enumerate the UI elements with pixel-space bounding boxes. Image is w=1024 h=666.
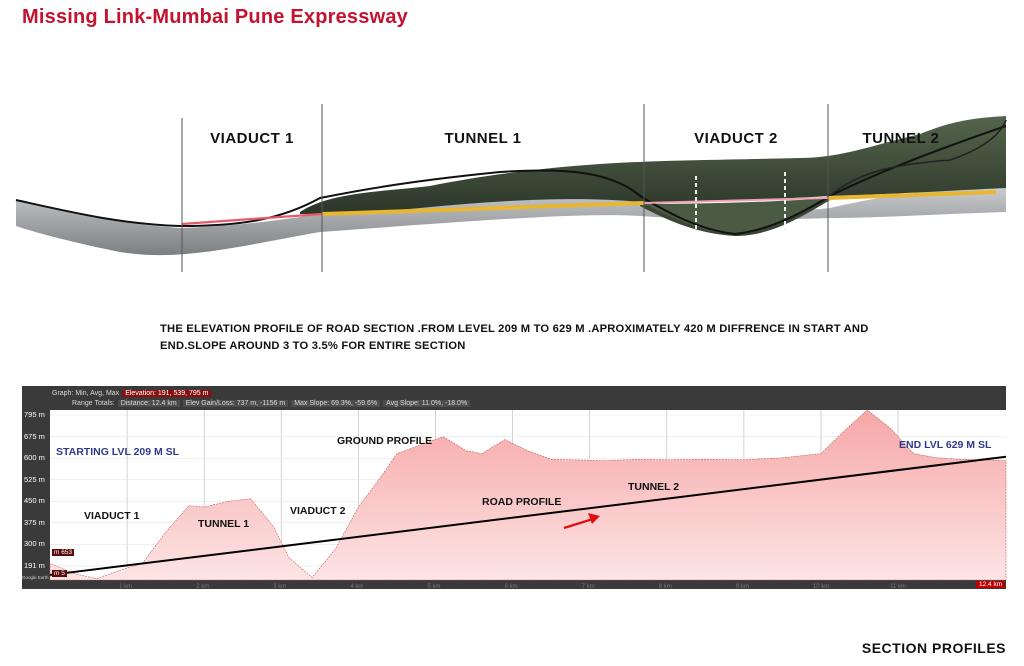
x-tick-label: 5 km <box>427 584 441 590</box>
tunnel2-annotation: TUNNEL 2 <box>628 481 680 493</box>
x-tick-label: 2 km <box>196 584 210 590</box>
x-tick-label: 10 km <box>812 584 830 590</box>
page-title: Missing Link-Mumbai Pune Expressway <box>22 6 408 28</box>
viaduct2-annotation: VIADUCT 2 <box>290 505 346 517</box>
direction-arrow <box>563 513 600 530</box>
road-profile-line <box>49 455 1007 576</box>
section-label-tunnel1: TUNNEL 1 <box>444 130 522 147</box>
x-tick-label: 4 km <box>350 584 364 590</box>
y-tick-label: 450 m <box>24 496 45 506</box>
viaduct1-annotation: VIADUCT 1 <box>84 510 140 522</box>
end-distance-badge: 12.4 km <box>976 581 1006 588</box>
terrain-ridge <box>829 119 1007 197</box>
credit-text: Google Earth <box>22 575 49 580</box>
road-viaduct2 <box>643 197 829 204</box>
ground-profile-area <box>49 409 1007 581</box>
x-tick-label: 11 km <box>890 584 906 590</box>
x-tick-label: 1 km <box>119 584 133 590</box>
low-marker-badge: m 5 <box>52 570 67 577</box>
max-slope-stat: Max Slope: 69.3%, -59.6% <box>291 400 381 407</box>
elevation-stats: Elevation: 191, 539, 795 m <box>122 390 212 397</box>
terrain-valley <box>640 196 830 236</box>
x-tick-label: 6 km <box>504 584 518 590</box>
end-level-label: END LVL 629 M SL <box>899 439 992 451</box>
y-tick-label: 191 m <box>24 561 45 570</box>
ground-profile-annotation: GROUND PROFILE <box>337 435 433 447</box>
terrain-green <box>300 116 1006 214</box>
start-marker-badge: m 653 <box>52 549 75 556</box>
x-tick-label: 9 km <box>735 584 749 590</box>
road-viaduct1 <box>181 212 323 226</box>
y-tick-label: 675 m <box>24 431 45 441</box>
valley-fill <box>644 198 826 234</box>
y-tick-label: 375 m <box>24 517 45 527</box>
section-label-viaduct2: VIADUCT 2 <box>694 130 778 147</box>
terrain-section-illustration <box>15 104 1007 272</box>
x-tick-label: 7 km <box>581 584 595 590</box>
section-label-tunnel2: TUNNEL 2 <box>862 130 940 147</box>
gain-loss-stat: Elev Gain/Loss: 737 m, -1156 m <box>182 400 289 407</box>
y-tick-label: 300 m <box>24 539 45 549</box>
distance-stat: Distance: 12.4 km <box>117 400 180 407</box>
start-level-label: STARTING LVL 209 M SL <box>56 446 180 458</box>
terrain-outline <box>15 125 1007 236</box>
y-tick-label: 795 m <box>24 410 45 419</box>
road-tunnel2 <box>827 190 997 200</box>
footer-title: SECTION PROFILES <box>861 640 1006 656</box>
x-tick-label: 8 km <box>658 584 672 590</box>
terrain-gray <box>16 175 1006 256</box>
y-tick-label: 525 m <box>24 474 45 484</box>
avg-slope-stat: Avg Slope: 11.0%, -18.0% <box>383 400 471 407</box>
tunnel1-annotation: TUNNEL 1 <box>198 518 250 530</box>
x-tick-label: 3 km <box>273 584 287 590</box>
road-tunnel1 <box>321 201 645 216</box>
description-text: THE ELEVATION PROFILE OF ROAD SECTION .F… <box>160 323 869 352</box>
y-tick-label: 600 m <box>24 453 45 463</box>
range-totals-label: Range Totals: <box>72 400 115 407</box>
graph-label: Graph: Min, Avg, Max <box>52 390 120 397</box>
section-label-viaduct1: VIADUCT 1 <box>210 130 294 147</box>
road-profile-annotation: ROAD PROFILE <box>482 496 562 508</box>
